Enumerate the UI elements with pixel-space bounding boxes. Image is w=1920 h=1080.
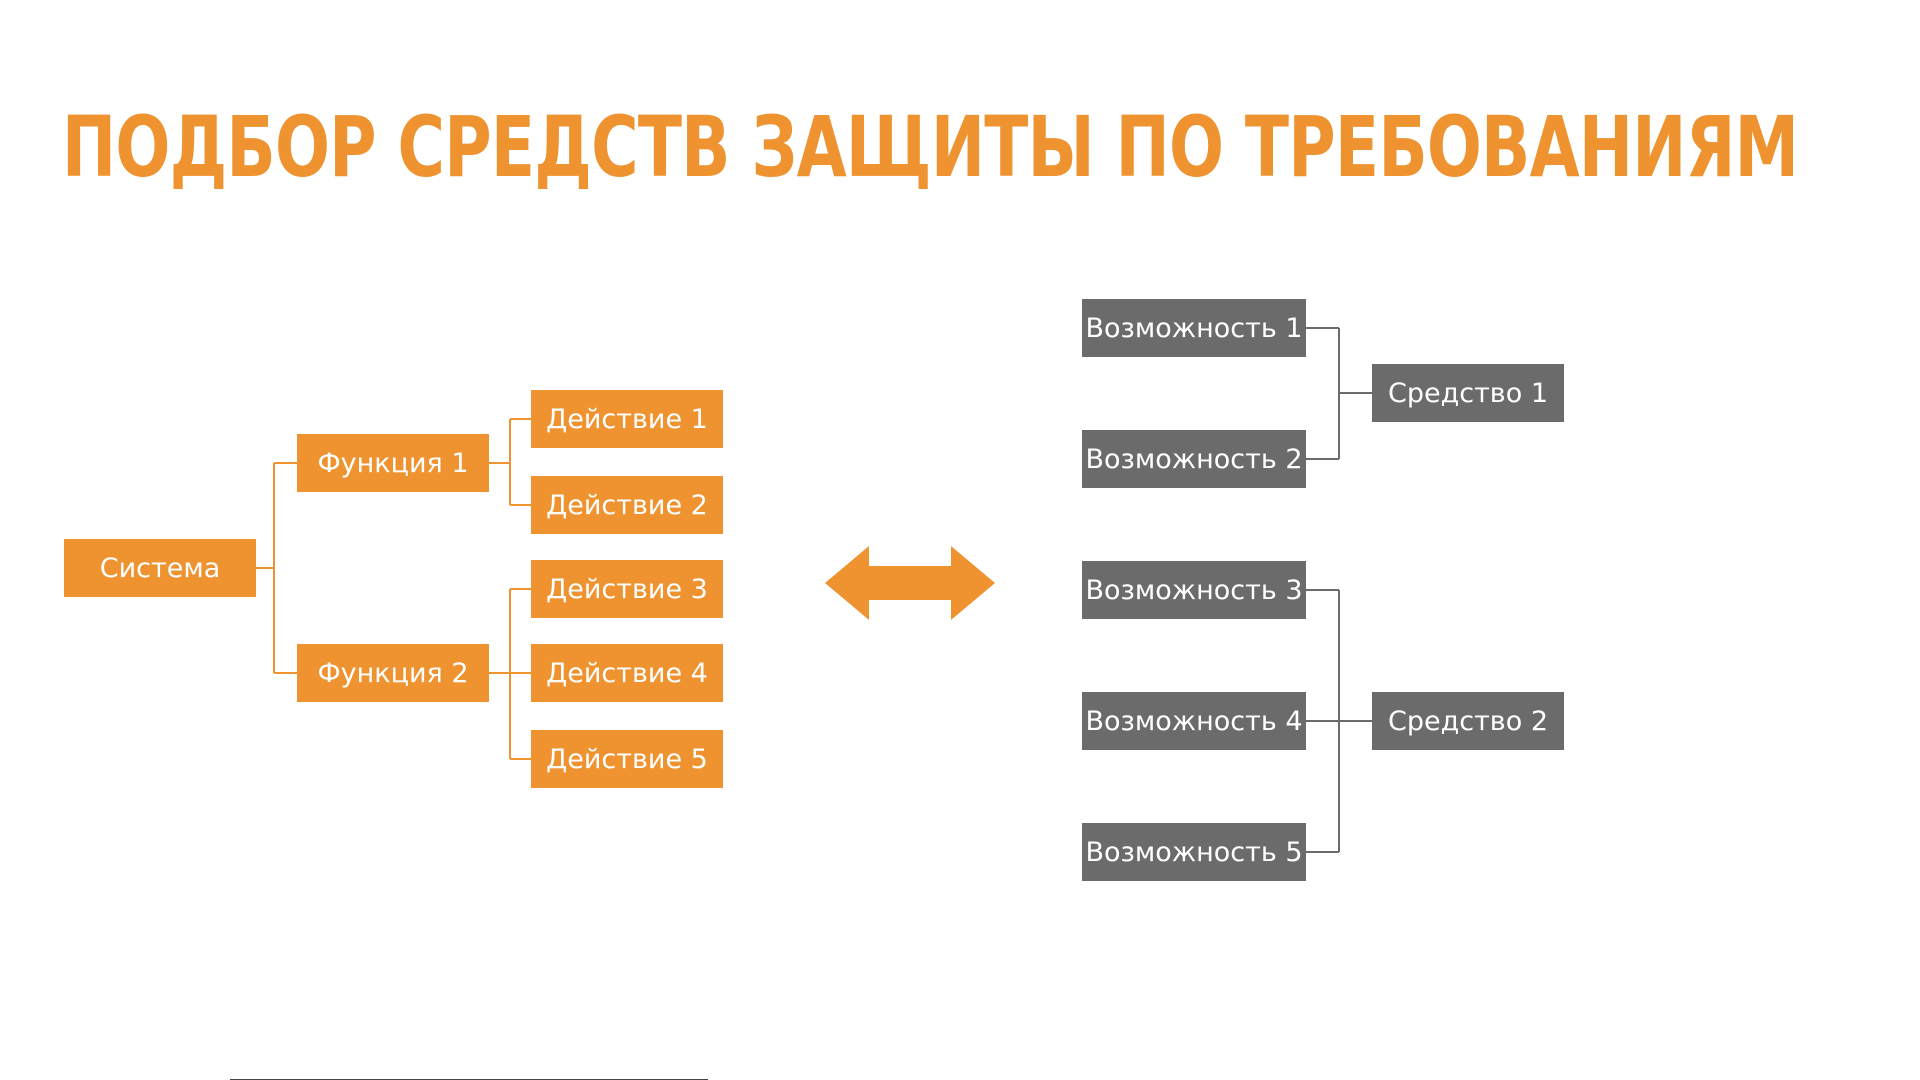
node-action-4: Действие 4 bbox=[531, 644, 723, 702]
capability-connectors bbox=[1306, 327, 1372, 853]
node-label: Возможность 5 bbox=[1085, 836, 1303, 868]
node-action-3: Действие 3 bbox=[531, 560, 723, 618]
node-tool-2: Средство 2 bbox=[1372, 692, 1564, 750]
node-capability-5: Возможность 5 bbox=[1082, 823, 1306, 881]
node-capability-4: Возможность 4 bbox=[1082, 692, 1306, 750]
node-capability-1: Возможность 1 bbox=[1082, 299, 1306, 357]
node-label: Возможность 1 bbox=[1085, 312, 1303, 344]
node-label: Функция 1 bbox=[317, 447, 469, 479]
page-title: ПОДБОР СРЕДСТВ ЗАЩИТЫ ПО ТРЕБОВАНИЯМ bbox=[62, 98, 1799, 196]
node-action-5: Действие 5 bbox=[531, 730, 723, 788]
system-connectors bbox=[256, 418, 531, 760]
node-capability-3: Возможность 3 bbox=[1082, 561, 1306, 619]
node-label: Возможность 4 bbox=[1085, 705, 1303, 737]
node-action-1: Действие 1 bbox=[531, 390, 723, 448]
node-label: Действие 2 bbox=[546, 489, 708, 521]
node-label: Функция 2 bbox=[317, 657, 469, 689]
node-label: Возможность 3 bbox=[1085, 574, 1303, 606]
node-label: Средство 2 bbox=[1387, 705, 1549, 737]
double-arrow-icon bbox=[825, 546, 995, 620]
node-label: Действие 4 bbox=[546, 657, 708, 689]
node-capability-2: Возможность 2 bbox=[1082, 430, 1306, 488]
node-label: Система bbox=[99, 552, 221, 584]
node-label: Действие 3 bbox=[546, 573, 708, 605]
node-label: Средство 1 bbox=[1387, 377, 1549, 409]
node-label: Действие 1 bbox=[546, 403, 708, 435]
node-function-2: Функция 2 bbox=[297, 644, 489, 702]
node-action-2: Действие 2 bbox=[531, 476, 723, 534]
node-label: Возможность 2 bbox=[1085, 443, 1303, 475]
node-function-1: Функция 1 bbox=[297, 434, 489, 492]
node-label: Действие 5 bbox=[546, 743, 708, 775]
node-tool-1: Средство 1 bbox=[1372, 364, 1564, 422]
node-system: Система bbox=[64, 539, 256, 597]
